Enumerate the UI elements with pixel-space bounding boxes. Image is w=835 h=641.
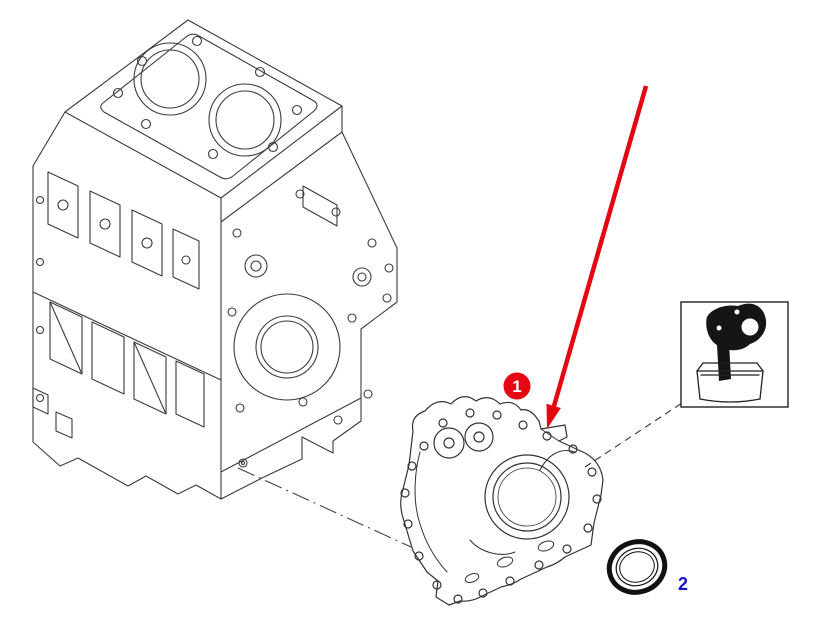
left-edge-details xyxy=(32,195,73,439)
water-jacket-windows xyxy=(47,171,200,290)
head-gasket-outline xyxy=(100,33,318,180)
internal-webs xyxy=(414,428,576,583)
callout-badge-1[interactable]: 1 xyxy=(503,372,531,400)
cover-bolt-holes xyxy=(400,408,602,604)
seal-ring-drawing xyxy=(606,539,668,595)
pump-gear-bosses xyxy=(433,422,494,459)
badge-circle-icon[interactable] xyxy=(503,372,531,400)
front-main-bore xyxy=(233,293,341,401)
timing-cover-drawing xyxy=(400,396,604,606)
seal-bore xyxy=(484,454,570,540)
assembly-centerline xyxy=(237,467,412,548)
callout-label-2[interactable]: 2 xyxy=(678,574,688,594)
inset-reference-line xyxy=(584,402,683,468)
crankcase-openings xyxy=(49,301,205,428)
engine-block-drawing xyxy=(32,19,398,500)
callout-badge-1-label: 1 xyxy=(512,377,521,396)
dowel-pin xyxy=(238,458,248,468)
callout-arrow-1 xyxy=(546,85,649,429)
lubrication-inset-box xyxy=(680,301,789,408)
cylinder-bores xyxy=(133,42,282,157)
head-bolt-holes xyxy=(112,35,303,160)
front-face-details xyxy=(220,185,394,473)
engine-block-outline xyxy=(32,19,398,500)
timing-cover-outline xyxy=(400,396,604,606)
arrowhead xyxy=(546,403,561,429)
oil-dip-icon xyxy=(696,303,767,403)
